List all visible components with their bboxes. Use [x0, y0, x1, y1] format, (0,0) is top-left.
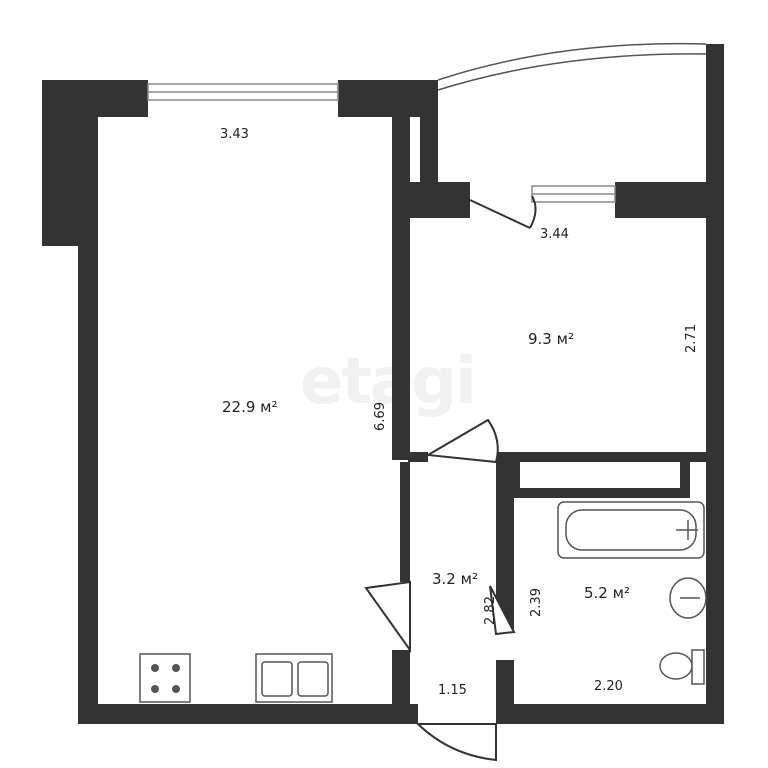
door-balcony	[469, 199, 531, 229]
wall-balcony-left	[420, 80, 438, 218]
balcony-glass-outer	[437, 42, 707, 81]
windows	[147, 83, 616, 203]
bathtub	[557, 501, 705, 559]
door-entrance	[415, 723, 497, 762]
bath-length-dim: 2.39	[528, 588, 544, 617]
balcony-glazing	[437, 42, 707, 91]
wall-balcony-right	[706, 44, 724, 218]
wall-niche-l	[514, 462, 520, 498]
bath-area-label: 5.2 м²	[584, 584, 630, 602]
toilet-bowl	[659, 652, 693, 680]
living-length-dim: 6.69	[372, 402, 388, 431]
door-bedroom	[424, 418, 499, 464]
balcony-glass-inner	[437, 53, 707, 91]
wall-bedroom-bottom-stub	[408, 452, 428, 462]
stove-burners	[151, 664, 180, 693]
stove	[139, 653, 191, 703]
walls	[42, 44, 724, 724]
wall-living-bedroom	[392, 80, 410, 460]
bath-width-dim: 2.20	[594, 679, 623, 694]
bedroom-width-dim: 3.44	[540, 227, 569, 242]
living-area-label: 22.9 м²	[222, 398, 278, 416]
hall-width-dim: 1.15	[438, 683, 467, 698]
wall-left	[78, 246, 98, 724]
wall-bedroom-top-right	[615, 182, 724, 218]
living-width-dim: 3.43	[220, 127, 249, 142]
door-balcony-arc	[529, 195, 537, 229]
stove-top	[139, 653, 191, 703]
bedroom-area-label: 9.3 м²	[528, 330, 574, 348]
wall-top-left	[42, 80, 148, 117]
wall-right	[706, 218, 724, 724]
wall-bedroom-top-left	[410, 182, 470, 218]
wall-hall-bath	[496, 452, 514, 632]
wall-hall-left	[400, 462, 410, 582]
bedroom-length-dim: 2.71	[683, 324, 699, 353]
toilet	[659, 649, 705, 685]
hall-area-label: 3.2 м²	[432, 570, 478, 588]
wall-bedroom-bottom	[496, 452, 706, 462]
hall-length-dim: 2.82	[482, 596, 498, 625]
wall-hall-bath-low	[496, 660, 514, 724]
watermark: etagi	[300, 345, 477, 419]
wall-bottom-living	[78, 704, 418, 724]
kitchen-sink	[255, 653, 333, 703]
door-living	[364, 580, 411, 654]
bath-sink	[669, 577, 707, 619]
wall-niche-r	[680, 462, 690, 498]
wall-niche	[514, 488, 682, 498]
wall-bottom-bath	[496, 704, 724, 724]
wall-living-hall	[392, 650, 410, 724]
toilet-tank	[691, 649, 705, 685]
door-bath	[489, 585, 516, 636]
doors	[364, 195, 537, 762]
